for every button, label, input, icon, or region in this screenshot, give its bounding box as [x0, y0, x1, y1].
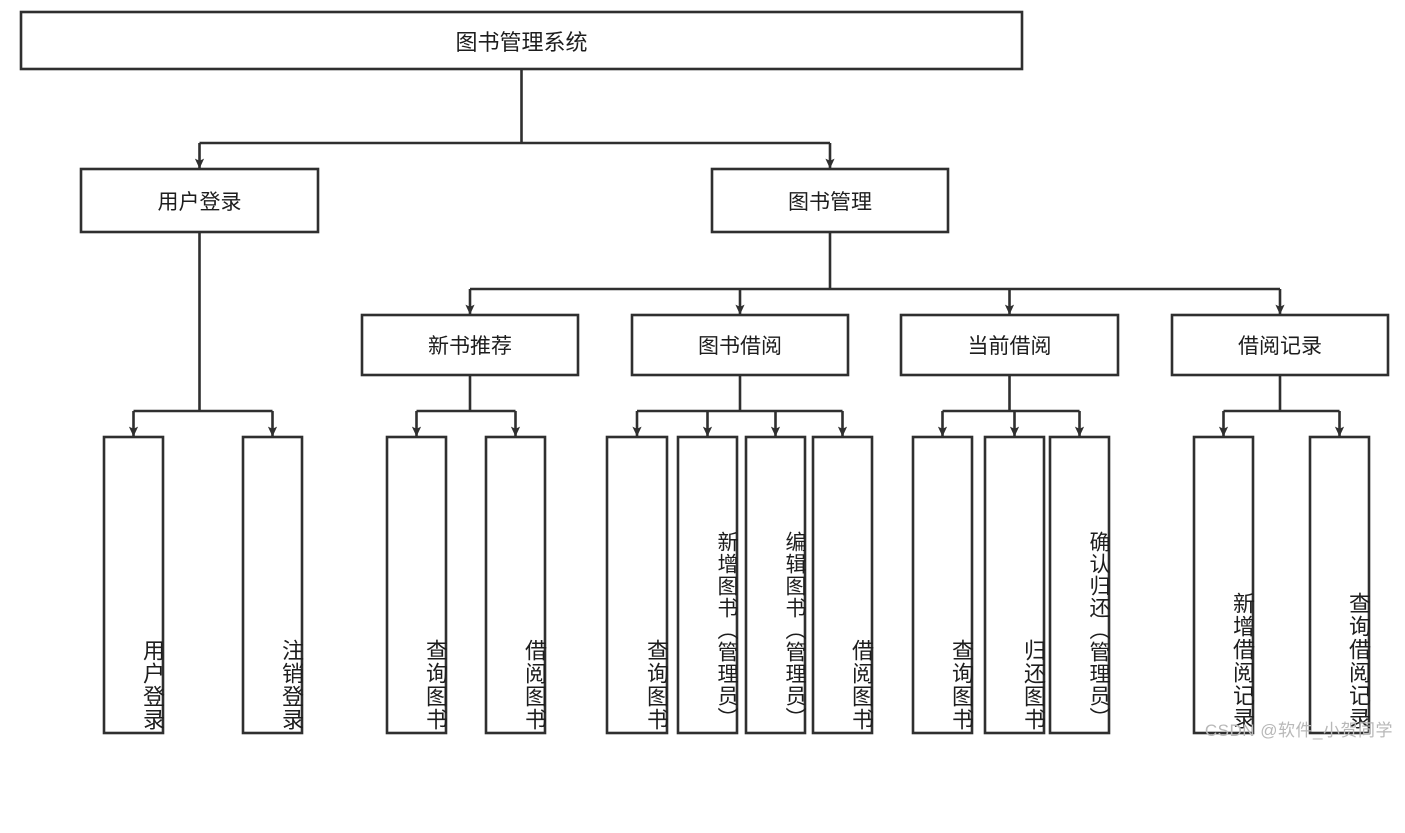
node-box-borrow-record[interactable] — [1170, 313, 1390, 377]
node-box-book-manage[interactable] — [710, 167, 950, 234]
node-box-leaf-user-login[interactable] — [102, 435, 165, 735]
node-box-new-book-rec[interactable] — [360, 313, 580, 377]
node-box-root[interactable] — [19, 10, 1024, 71]
node-box-current-borrow[interactable] — [899, 313, 1120, 377]
watermark: CSDN @软件_小贺同学 — [1204, 721, 1393, 740]
node-box-leaf-borrow-book[interactable] — [811, 435, 874, 735]
node-box-leaf-query-book-rec[interactable] — [385, 435, 448, 735]
connector-layer — [128, 69, 1345, 437]
node-box-leaf-return-book[interactable] — [983, 435, 1046, 735]
node-layer — [19, 10, 1390, 735]
node-box-leaf-borrow-book-rec[interactable] — [484, 435, 547, 735]
node-box-book-borrow[interactable] — [630, 313, 850, 377]
diagram-canvas: 图书管理系统用户登录图书管理新书推荐图书借阅当前借阅借阅记录用户登录注销登录查询… — [19, 10, 1393, 740]
flowchart-svg — [19, 10, 1390, 735]
node-box-leaf-edit-book[interactable] — [744, 435, 807, 735]
node-box-leaf-query-record[interactable] — [1308, 435, 1371, 735]
node-box-leaf-add-book[interactable] — [676, 435, 739, 735]
node-box-user-login[interactable] — [79, 167, 320, 234]
node-box-leaf-confirm-return[interactable] — [1048, 435, 1111, 735]
node-box-leaf-query-book-cur[interactable] — [911, 435, 974, 735]
node-box-leaf-user-logout[interactable] — [241, 435, 304, 735]
node-box-leaf-add-record[interactable] — [1192, 435, 1255, 735]
node-box-leaf-query-book[interactable] — [605, 435, 669, 735]
